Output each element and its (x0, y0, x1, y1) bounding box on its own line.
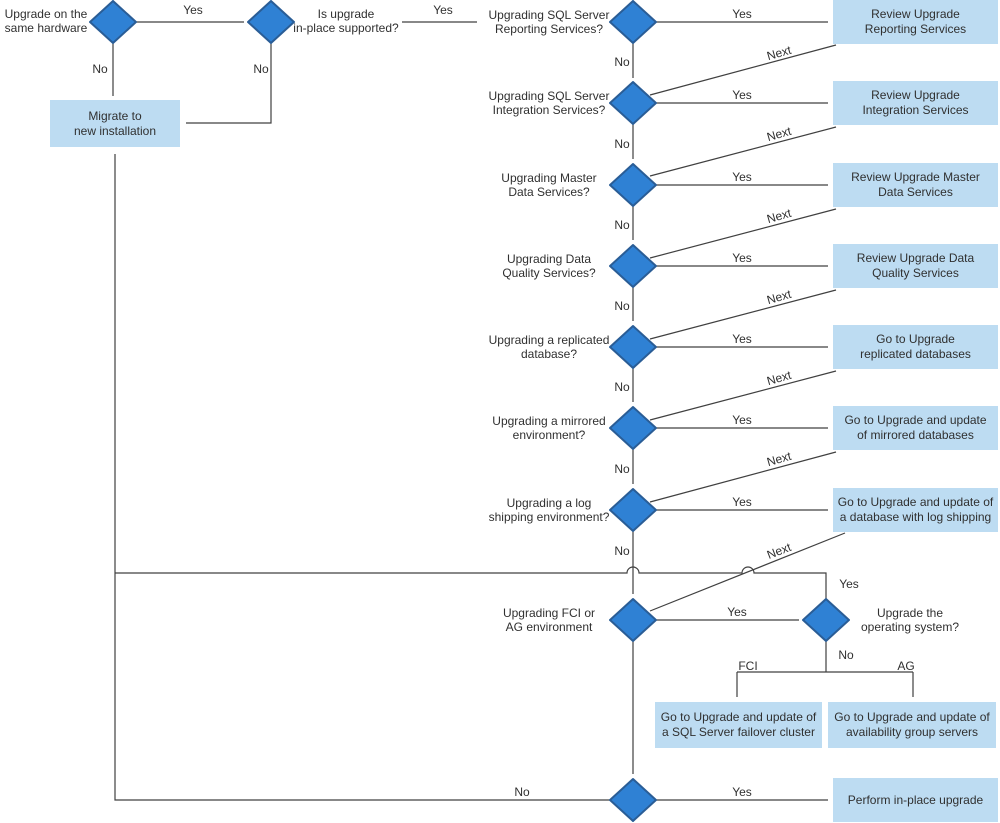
decision-fci-ag (609, 598, 657, 642)
edge-next-7 (649, 532, 846, 612)
edge-label-yes-5: Yes (732, 332, 752, 346)
edge-next-2 (649, 126, 837, 177)
edge-label-yes-6: Yes (732, 413, 752, 427)
decision-inplace-supported (247, 0, 295, 44)
edge-yes-os-to-migrate (115, 566, 827, 599)
decision-master-data-services (609, 163, 657, 207)
decision-reporting-services (609, 0, 657, 44)
edge-label-no-final: No (514, 785, 530, 799)
edge-label-yes-4: Yes (732, 251, 752, 265)
edge-label-no-inplace: No (253, 62, 269, 76)
edge-label-yes-7: Yes (732, 495, 752, 509)
edge-label-no-6: No (614, 462, 630, 476)
edge-label-yes-1: Yes (732, 7, 752, 21)
edge-label-yes-final: Yes (732, 785, 752, 799)
edge-label-fci: FCI (738, 659, 758, 673)
edge-label-yes-3: Yes (732, 170, 752, 184)
edge-next-4 (649, 289, 837, 340)
edge-label-no-4: No (614, 299, 630, 313)
box-perform-inplace: Perform in-place upgrade (833, 778, 998, 822)
edge-label-no-2: No (614, 137, 630, 151)
edge-no-final-to-migrate (114, 154, 610, 801)
decision-same-hardware (89, 0, 137, 44)
edge-label-no-7: No (614, 544, 630, 558)
decision-log-shipping (609, 488, 657, 532)
edge-label-no-start: No (92, 62, 108, 76)
edge-label-yes-inplace: Yes (433, 3, 453, 17)
edge-label-ag: AG (897, 659, 915, 673)
edge-next-1 (649, 44, 837, 96)
edge-label-yes-2: Yes (732, 88, 752, 102)
decision-upgrade-os (802, 598, 850, 642)
edge-next-3 (649, 208, 837, 259)
edge-label-yes-fciag: Yes (727, 605, 747, 619)
edge-label-no-1: No (614, 55, 630, 69)
decision-replicated-database (609, 325, 657, 369)
edge-no-os-trunk (737, 641, 913, 673)
edge-label-no-3: No (614, 218, 630, 232)
edge-label-yes-os: Yes (839, 577, 859, 591)
edge-no-inplace-to-migrate (186, 43, 272, 124)
edge-label-no-5: No (614, 380, 630, 394)
decision-integration-services (609, 81, 657, 125)
edge-next-5 (649, 370, 837, 421)
decision-final-inplace (609, 778, 657, 822)
edge-next-6 (649, 451, 837, 503)
edge-label-no-os: No (838, 648, 854, 662)
decision-data-quality-services (609, 244, 657, 288)
decision-mirrored-environment (609, 406, 657, 450)
edge-label-yes-start: Yes (183, 3, 203, 17)
